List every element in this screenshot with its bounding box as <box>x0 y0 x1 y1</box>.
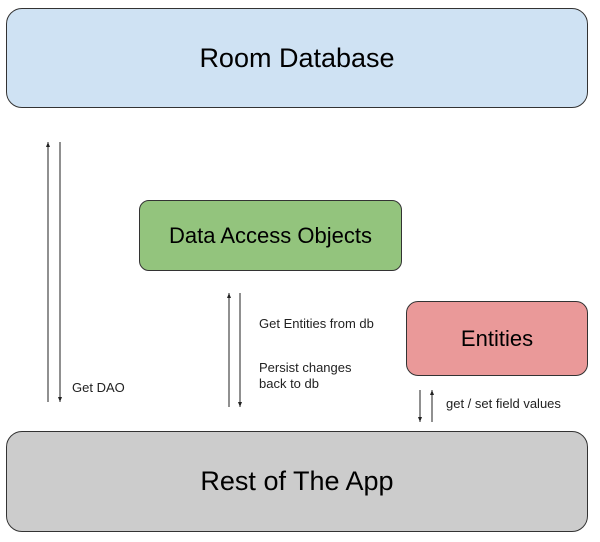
rest-of-app-label: Rest of The App <box>200 466 394 496</box>
rest-of-app-box: Rest of The App <box>6 431 588 532</box>
field-values-label: get / set field values <box>446 396 561 411</box>
room-database-label: Room Database <box>199 42 395 73</box>
get-dao-label: Get DAO <box>72 380 125 395</box>
data-access-objects-box: Data Access Objects <box>139 200 402 271</box>
persist-changes-label: Persist changes back to db <box>259 360 352 391</box>
entities-box: Entities <box>406 301 588 376</box>
data-access-objects-label: Data Access Objects <box>169 222 372 248</box>
room-database-box: Room Database <box>6 8 588 108</box>
entities-label: Entities <box>460 325 534 351</box>
get-entities-label: Get Entities from db <box>259 316 374 331</box>
